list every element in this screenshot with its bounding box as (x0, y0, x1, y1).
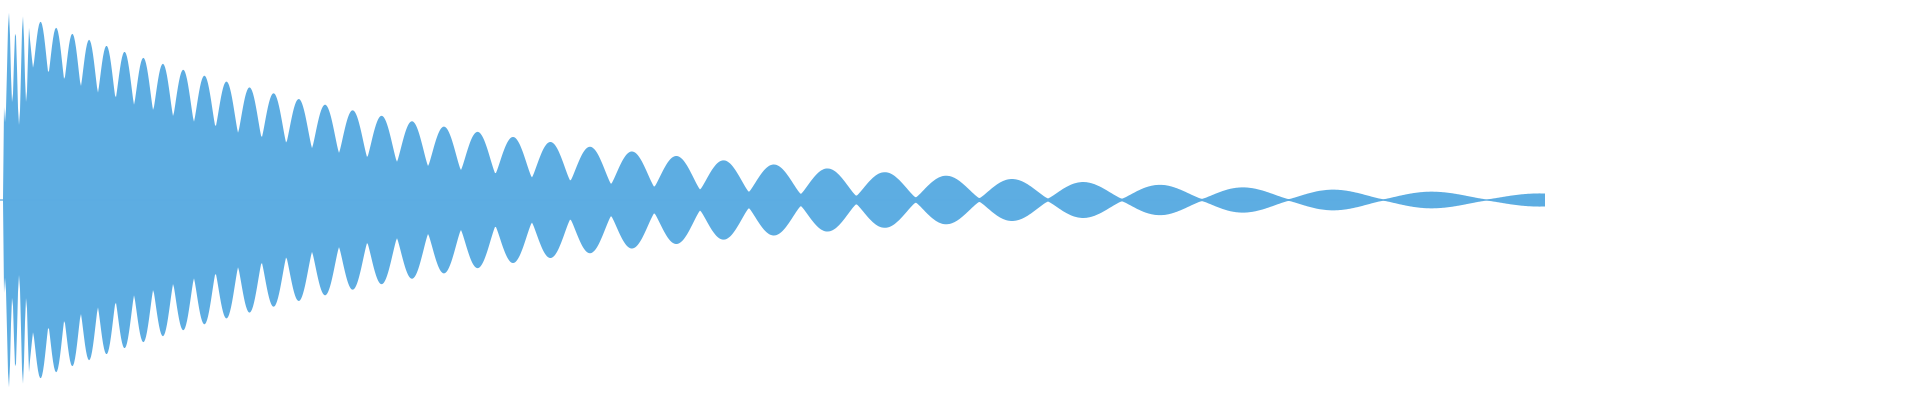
waveform-graphic (0, 12, 1545, 388)
